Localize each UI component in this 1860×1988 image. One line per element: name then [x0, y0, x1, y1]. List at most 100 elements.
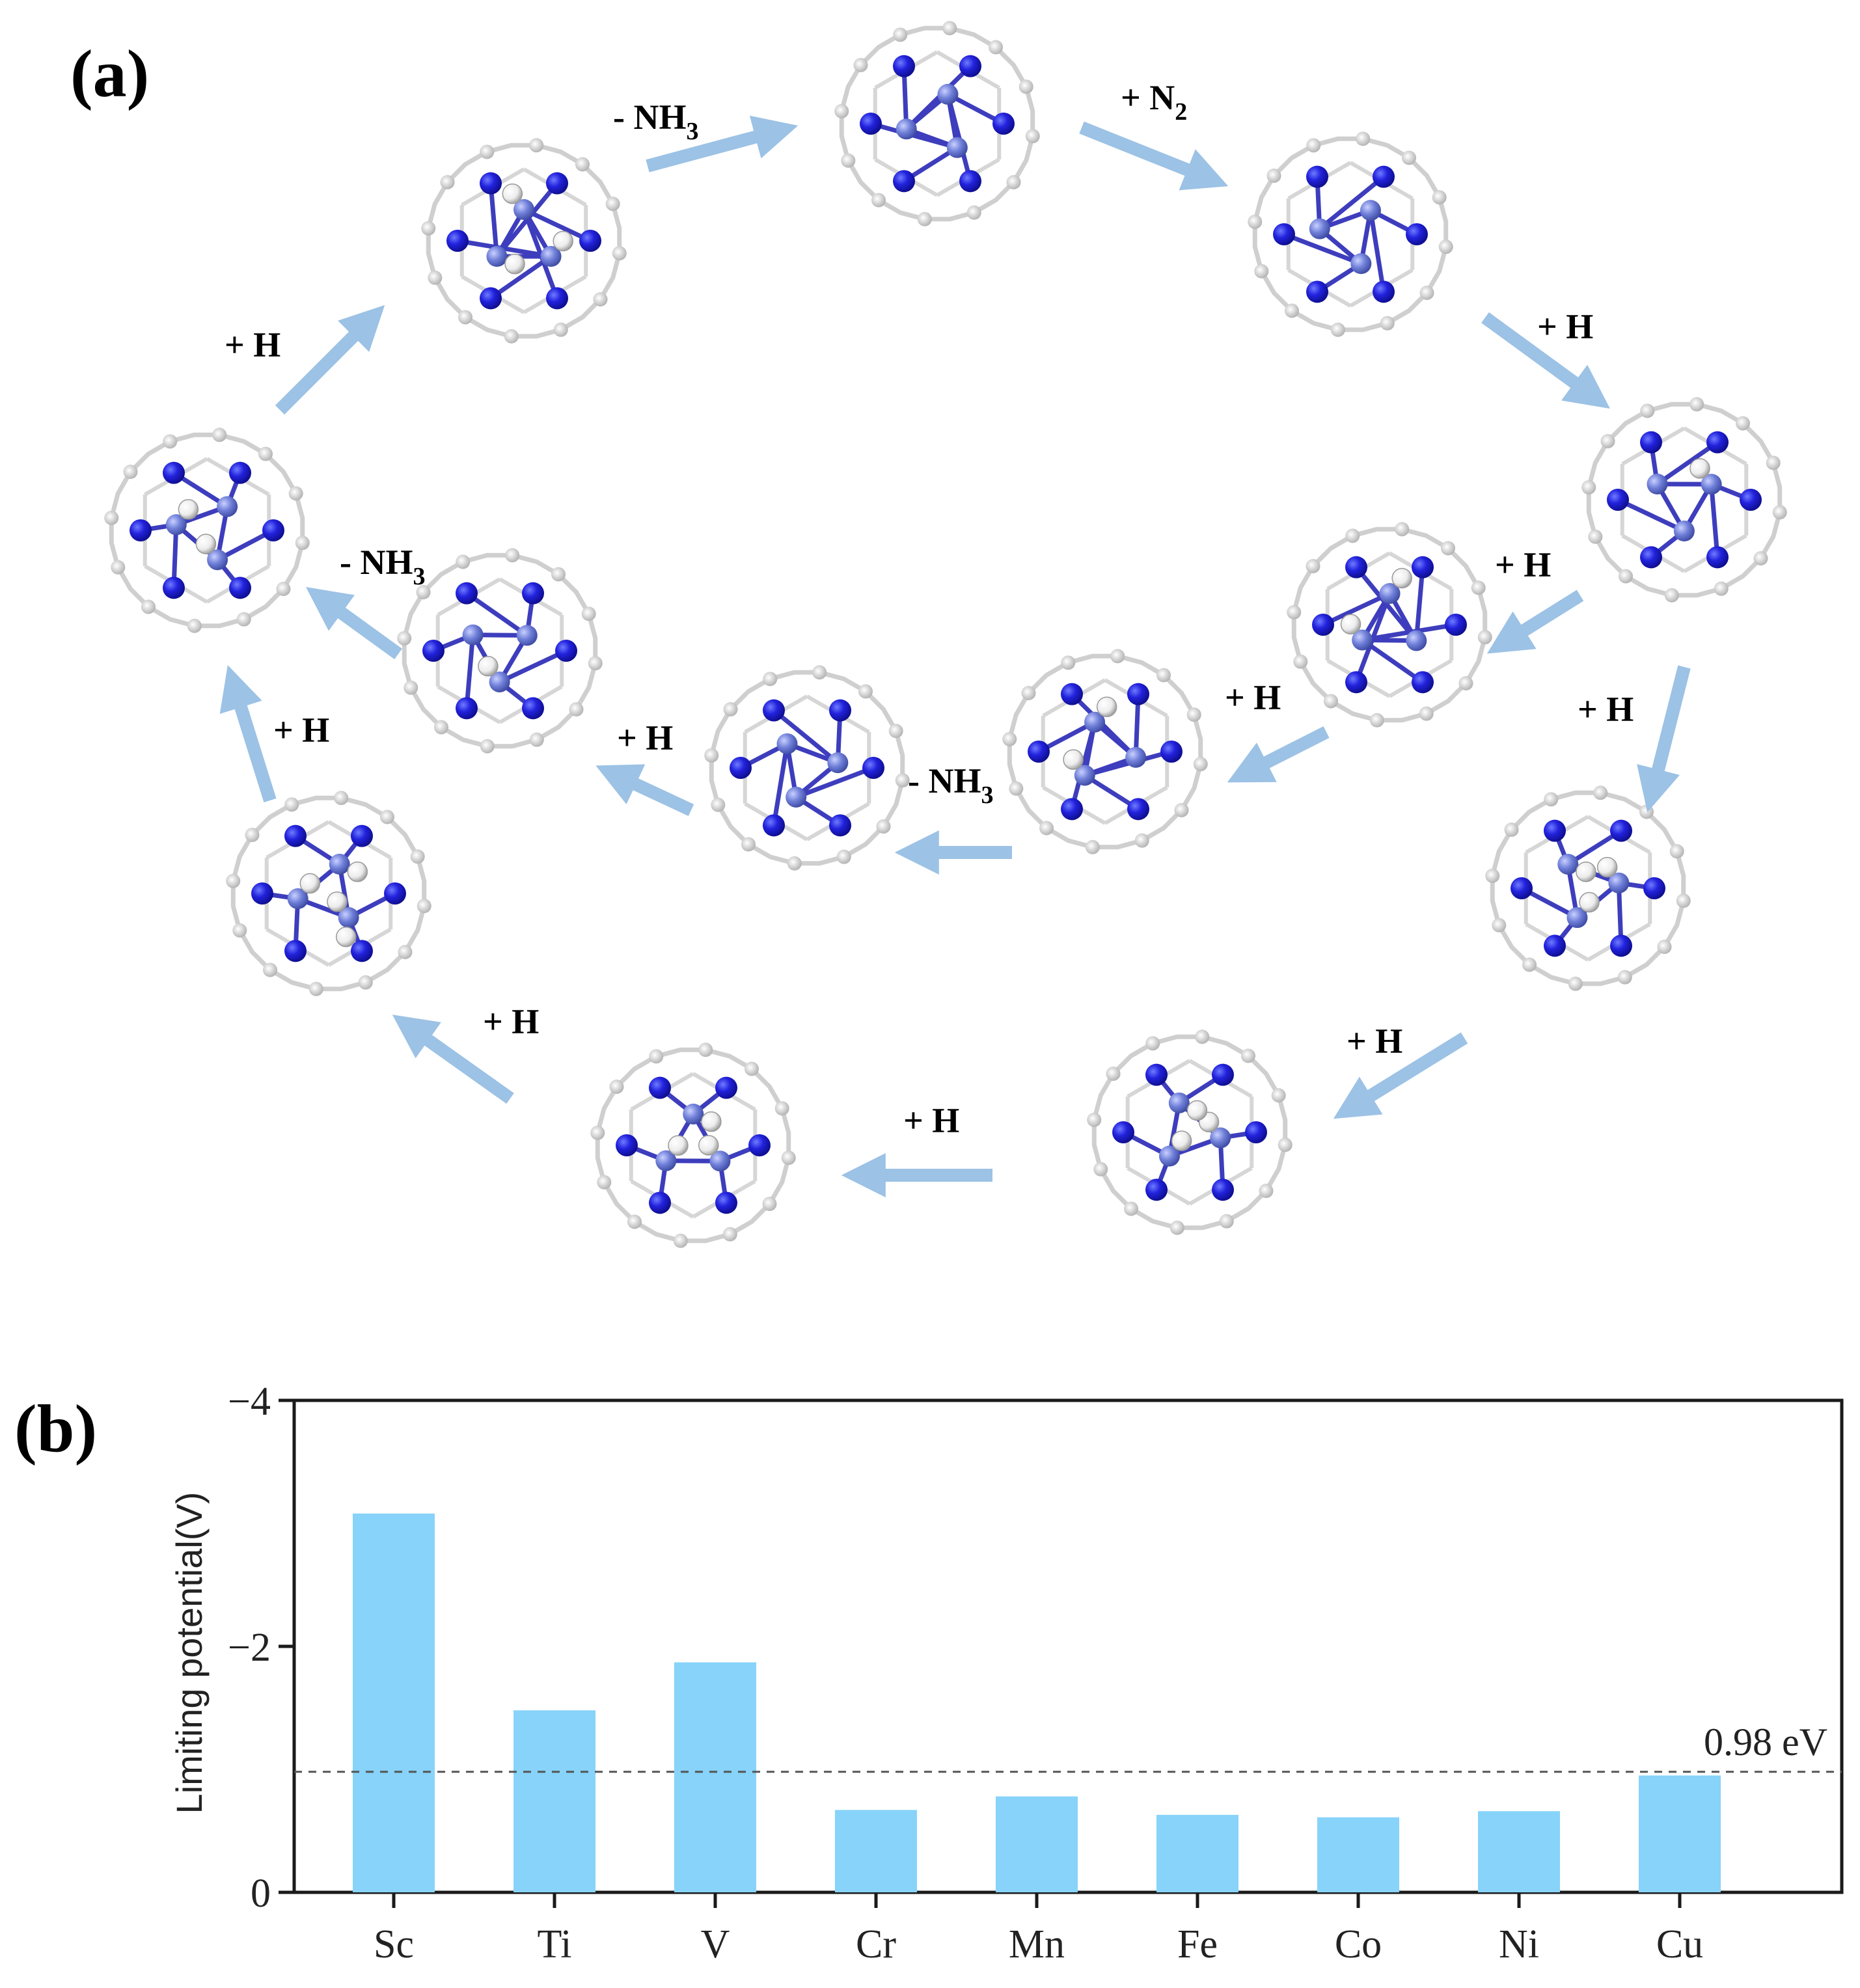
carbon-atom — [612, 246, 627, 261]
metal-atom — [540, 246, 562, 267]
metal-nitrogen-bond — [489, 254, 553, 301]
carbon-atom — [787, 856, 802, 871]
catalyst-structure — [1581, 397, 1787, 603]
carbon-atom — [141, 599, 156, 614]
carbon-atom — [1009, 781, 1024, 796]
step-label-s10: + H — [483, 1002, 539, 1041]
metal-atom — [1158, 1145, 1180, 1167]
nitrogen-atom — [1145, 1063, 1168, 1086]
x-tick-label: V — [701, 1922, 730, 1967]
nitrogen-atom — [616, 1134, 638, 1156]
carbon-atom — [1568, 976, 1583, 991]
nitrogen-atom — [480, 287, 502, 310]
carbon-atom — [1639, 804, 1654, 819]
carbon-atom — [276, 581, 291, 596]
carbon-atom — [1174, 802, 1189, 817]
step-label-s1: - NH3 — [613, 98, 698, 145]
carbon-atom — [988, 40, 1003, 55]
carbon-atom — [1085, 839, 1100, 854]
carbon-atom — [1025, 129, 1040, 144]
metal-atom — [683, 1104, 704, 1125]
metal-atom — [287, 888, 308, 910]
nitrogen-atom — [748, 1134, 771, 1156]
carbon-atom — [245, 828, 260, 843]
nitrogen-atom — [1445, 614, 1467, 636]
bar-sc — [353, 1513, 435, 1892]
carbon-atom — [1006, 174, 1021, 189]
bar-cr — [835, 1810, 917, 1892]
carbon-atom — [723, 702, 738, 717]
bar-mn — [996, 1796, 1078, 1892]
nitrogen-atom — [1640, 546, 1662, 569]
carbon-atom — [1219, 1214, 1234, 1229]
carbon-atom — [1664, 588, 1679, 603]
reference-line-label: 0.98 eV — [1704, 1721, 1827, 1763]
metal-nitrogen-bond — [1354, 565, 1419, 642]
nitrogen-atom — [163, 461, 185, 484]
metal-nitrogen-bond — [499, 648, 568, 685]
step-label-s12: + H — [225, 325, 280, 364]
step-label-s4: + H — [1495, 545, 1551, 584]
metal-atom — [946, 137, 968, 158]
carbon-atom — [1522, 957, 1537, 972]
bar-v — [674, 1662, 756, 1892]
hydrogen-atom — [327, 891, 348, 912]
carbon-atom — [1617, 970, 1632, 985]
metal-atom — [1352, 629, 1373, 651]
carbon-atom — [1395, 522, 1410, 537]
x-tick-label: Fe — [1177, 1922, 1218, 1967]
carbon-atom — [288, 486, 303, 501]
nitrogen-atom — [1345, 671, 1367, 694]
hydrogen-atom — [1096, 696, 1117, 717]
nitrogen-atom — [1544, 819, 1566, 842]
carbon-atom — [1254, 264, 1269, 279]
carbon-atom — [1689, 397, 1704, 412]
step-label-s3: + H — [1537, 307, 1593, 346]
metal-atom — [1557, 854, 1579, 875]
catalyst-structure — [1248, 131, 1453, 337]
carbon-atom — [1669, 844, 1684, 859]
catalyst-structure — [104, 428, 310, 633]
reaction-arrow — [1486, 590, 1584, 654]
nitrogen-atom — [649, 1191, 671, 1214]
nitrogen-atom — [862, 757, 884, 779]
metal-atom — [937, 83, 959, 105]
carbon-atom — [1401, 150, 1416, 165]
carbon-atom — [308, 981, 323, 996]
nitrogen-atom — [1127, 683, 1149, 705]
nitrogen-atom — [1145, 1178, 1168, 1201]
carbon-atom — [1087, 1112, 1102, 1127]
hydrogen-atom — [1063, 749, 1084, 770]
step-label-s6: + H — [1225, 678, 1281, 717]
carbon-atom — [1195, 1029, 1210, 1044]
nitrogen-atom — [384, 882, 406, 905]
panel-b-label: (b) — [14, 1391, 97, 1466]
nitrogen-atom — [1607, 489, 1629, 511]
carbon-atom — [1593, 785, 1608, 800]
nitrogen-atom — [251, 882, 273, 905]
reaction-step-labels: - NH3+ N2+ H+ H+ H+ H- NH3+ H+ H+ H+ H+ … — [225, 78, 1634, 1140]
step-label-s5: + H — [1578, 690, 1634, 729]
catalyst-structure — [421, 138, 627, 344]
carbon-atom — [966, 205, 981, 220]
metal-nitrogen-bond — [1322, 591, 1391, 627]
carbon-atom — [1266, 169, 1281, 184]
nitrogen-atom — [1212, 1063, 1234, 1086]
carbon-atom — [741, 837, 756, 852]
nitrogen-atom — [284, 824, 307, 847]
carbon-atom — [1544, 792, 1559, 807]
carbon-atom — [1186, 707, 1201, 722]
carbon-atom — [104, 510, 119, 525]
carbon-atom — [440, 175, 455, 190]
nitrogen-atom — [1312, 614, 1334, 636]
carbon-atom — [1471, 580, 1486, 595]
nitrogen-atom — [959, 55, 981, 77]
y-tick-label: −2 — [228, 1626, 271, 1670]
nitrogen-atom — [1610, 819, 1632, 842]
carbon-atom — [1676, 893, 1691, 908]
carbon-atom — [428, 270, 443, 285]
carbon-atom — [1419, 285, 1434, 300]
carbon-atom — [1156, 668, 1171, 683]
